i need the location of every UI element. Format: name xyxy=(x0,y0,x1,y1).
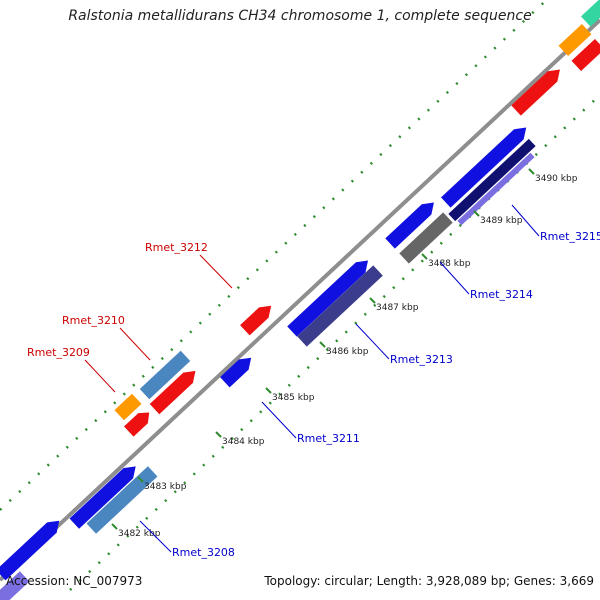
gene-rmet-3217-box xyxy=(558,23,592,57)
gene-rmet-3212-arrow xyxy=(240,305,272,336)
gene-rmet-3214b-box xyxy=(399,212,453,264)
tick-label-3487: 3487 kbp xyxy=(376,303,419,313)
gene-label-rmet-3215: Rmet_3215 xyxy=(540,230,600,243)
tick-label-3490: 3490 kbp xyxy=(535,174,578,184)
leader-line-rmet-3208 xyxy=(139,520,172,553)
tick-mark-3486 xyxy=(319,341,326,348)
tick-mark-3484 xyxy=(215,431,222,438)
tick-label-3485: 3485 kbp xyxy=(272,393,315,403)
gene-label-rmet-3214: Rmet_3214 xyxy=(470,288,533,301)
gene-label-rmet-3211: Rmet_3211 xyxy=(297,432,360,445)
gene-label-rmet-3208: Rmet_3208 xyxy=(172,546,235,559)
leader-line-rmet-3212 xyxy=(199,254,233,289)
tick-mark-3485 xyxy=(265,387,272,394)
gene-rmet-3210b-arrow xyxy=(149,370,196,415)
tick-mark-3487 xyxy=(369,297,376,304)
gene-label-rmet-3213: Rmet_3213 xyxy=(390,353,453,366)
gene-rmet-3215c-box xyxy=(457,152,535,226)
leader-line-rmet-3213 xyxy=(355,323,390,360)
gene-label-rmet-3209: Rmet_3209 xyxy=(27,346,90,359)
tick-label-3486: 3486 kbp xyxy=(326,347,369,357)
gene-rmet-3208b-box xyxy=(86,466,158,534)
gene-rmet-3208-arrow xyxy=(69,466,136,529)
tick-label-3482: 3482 kbp xyxy=(118,529,161,539)
tick-label-3484: 3484 kbp xyxy=(222,437,265,447)
gene-rmet-3206-box xyxy=(0,571,30,600)
tick-label-3488: 3488 kbp xyxy=(428,259,471,269)
sequence-summary-text: Topology: circular; Length: 3,928,089 bp… xyxy=(264,574,594,588)
leader-line-rmet-3209 xyxy=(84,359,116,393)
gene-rmet-3207-arrow xyxy=(0,520,60,581)
leader-line-rmet-3215 xyxy=(511,204,540,237)
gene-rmet-3210-box xyxy=(139,350,191,400)
leader-line-rmet-3210 xyxy=(119,327,151,361)
leader-line-rmet-3211 xyxy=(261,401,297,439)
gene-label-rmet-3210: Rmet_3210 xyxy=(62,314,125,327)
accession-text: Accession: NC_007973 xyxy=(6,574,143,588)
gene-rmet-3217b-box xyxy=(571,38,600,72)
tick-mark-3483 xyxy=(137,476,144,483)
tick-mark-3488 xyxy=(421,253,428,260)
tick-label-3483: 3483 kbp xyxy=(144,482,187,492)
gene-label-rmet-3212: Rmet_3212 xyxy=(145,241,208,254)
tick-mark-3482 xyxy=(111,523,118,530)
gene-rmet-3218-box xyxy=(580,0,600,27)
gene-rmet-3209-box xyxy=(114,393,142,421)
map-title: Ralstonia metallidurans CH34 chromosome … xyxy=(68,8,532,24)
leader-line-rmet-3214 xyxy=(439,261,470,295)
tick-label-3489: 3489 kbp xyxy=(480,216,523,226)
gene-rmet-3213-arrow xyxy=(287,260,369,337)
gene-rmet-3215-arrow xyxy=(441,127,527,208)
gene-rmet-3213b-box xyxy=(297,265,383,347)
tick-mark-3489 xyxy=(473,210,480,217)
gene-rmet-3211-arrow xyxy=(220,357,252,388)
gene-rmet-3214-arrow xyxy=(385,202,434,249)
backbone-line xyxy=(0,18,600,582)
gene-rmet-3216-arrow xyxy=(511,69,560,116)
gene-rmet-3209b-arrow xyxy=(123,412,150,437)
gene-rmet-3215b-box xyxy=(448,138,536,222)
tick-mark-3490 xyxy=(528,168,535,175)
